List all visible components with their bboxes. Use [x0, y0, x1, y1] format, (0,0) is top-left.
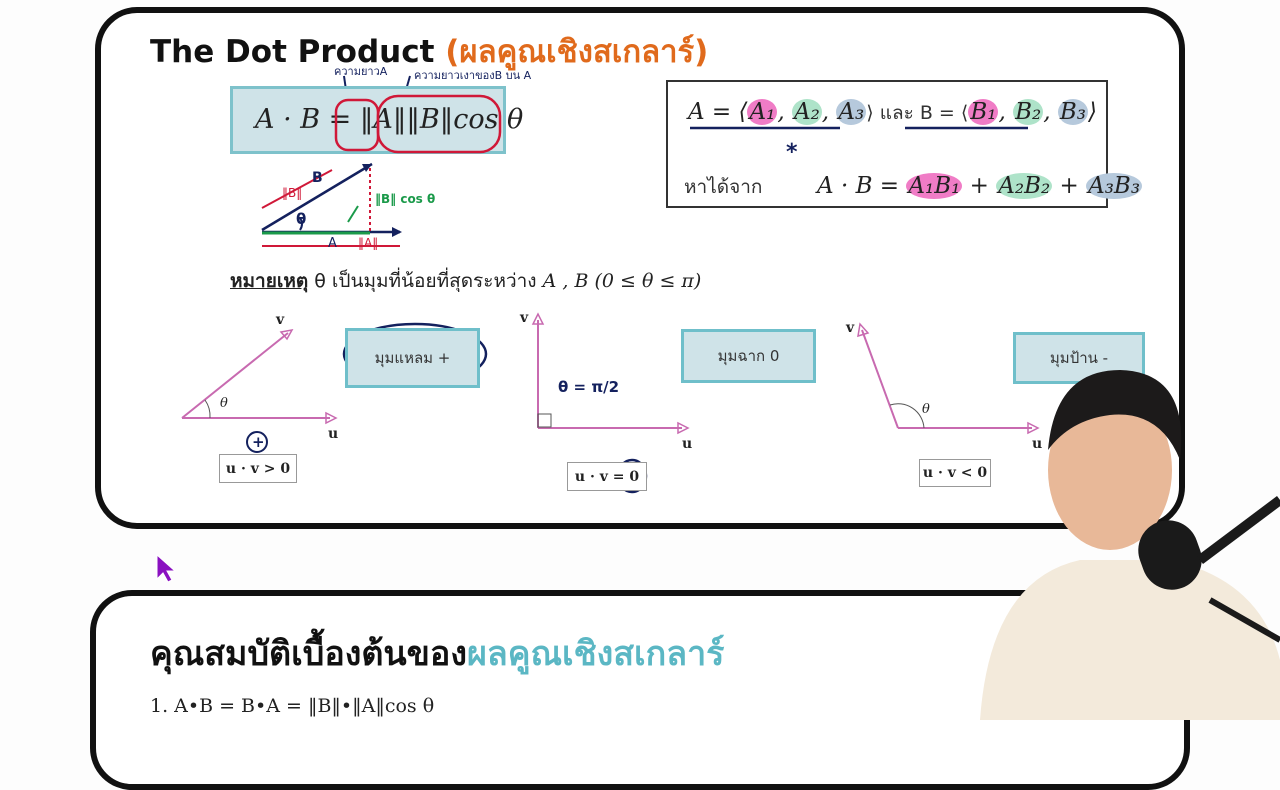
obtuse-theta: θ — [922, 402, 930, 417]
close-bracket: ⟩ — [1087, 99, 1097, 125]
label-theta: θ — [296, 210, 307, 228]
acute-angle-box: มุมแหลม + — [345, 328, 480, 388]
title-english: The Dot Product — [150, 34, 446, 70]
note-math: A , B (0 ≤ θ ≤ π) — [542, 270, 702, 292]
right-u-label: u — [682, 436, 693, 452]
acute-theta: θ — [220, 396, 228, 411]
component-formula: หาได้จาก A · B = A₁B₁ + A₂B₂ + A₃B₃ — [684, 172, 1143, 202]
vector-a-def: A = ⟨ — [688, 99, 748, 125]
right-equation: u · v = 0 — [567, 462, 647, 491]
properties-title: คุณสมบัติเบื้องต้นของผลคูณเชิงสเกลาร์ — [150, 626, 724, 680]
a1: A₁ — [747, 99, 778, 125]
component-definition: A = ⟨A₁, A₂, A₃⟩ และ B = ⟨B₁, B₂, B₃⟩ — [688, 99, 1097, 125]
annotation-projection: ความยาวเงาของB บน A — [414, 69, 532, 82]
b2: B₂ — [1013, 99, 1044, 125]
mouse-cursor-icon — [156, 553, 177, 583]
right-v-label: v — [520, 310, 529, 326]
properties-title-teal: ผลคูณเชิงสเกลาร์ — [466, 634, 725, 674]
obtuse-v-label: v — [846, 320, 855, 336]
vector-b-line — [261, 162, 373, 232]
acute-v-label: v — [276, 312, 285, 328]
annotation-magnitude: ความยาวA — [334, 65, 388, 78]
slide-title: The Dot Product (ผลคูณเชิงสเกลาร์) — [150, 26, 708, 76]
and-b-def: ⟩ และ B = ⟨ — [866, 102, 969, 124]
plus-1: + — [962, 173, 997, 199]
acute-u-label: u — [328, 426, 339, 442]
computed-from-label: หาได้จาก — [684, 176, 763, 198]
a3: A₃ — [836, 99, 867, 125]
label-a-norm: ‖A‖ — [358, 236, 379, 250]
note-text: θ เป็นมุมที่น้อยที่สุดระหว่าง — [308, 270, 543, 292]
b1: B₁ — [968, 99, 999, 125]
a2: A₂ — [791, 99, 822, 125]
star-mark: * — [786, 140, 798, 165]
note-label: หมายเหตุ — [230, 270, 309, 292]
dot-lhs: A · B = — [817, 173, 907, 199]
properties-title-black: คุณสมบัติเบื้องต้นของ — [150, 634, 467, 674]
label-b: B — [312, 170, 323, 186]
label-a: A — [328, 236, 337, 251]
right-angle-box: มุมฉาก 0 — [681, 329, 816, 383]
note-line: หมายเหตุ θ เป็นมุมที่น้อยที่สุดระหว่าง A… — [230, 266, 701, 296]
plus-2: + — [1052, 173, 1087, 199]
term-1: A₁B₁ — [906, 173, 963, 199]
presenter-webcam — [980, 370, 1280, 720]
label-b-norm: ‖B‖ — [282, 186, 303, 200]
title-thai: (ผลคูณเชิงสเกลาร์) — [445, 34, 709, 70]
acute-equation: u · v > 0 — [219, 454, 297, 483]
projection-sketch — [261, 162, 402, 247]
label-projection: ‖B‖ cos θ — [375, 192, 436, 206]
term-3: A₃B₃ — [1086, 173, 1143, 199]
property-1: 1. A•B = B•A = ‖B‖•‖A‖cos θ — [150, 695, 435, 717]
acute-v-vector — [181, 332, 289, 419]
acute-plus-mark: + — [252, 433, 265, 451]
obtuse-u-label: u — [1032, 436, 1043, 452]
b3: B₃ — [1057, 99, 1088, 125]
obtuse-equation: u · v < 0 — [919, 459, 991, 487]
term-2: A₂B₂ — [996, 173, 1053, 199]
obtuse-v-vector — [861, 329, 899, 429]
right-angle-note: θ = π/2 — [558, 378, 620, 396]
